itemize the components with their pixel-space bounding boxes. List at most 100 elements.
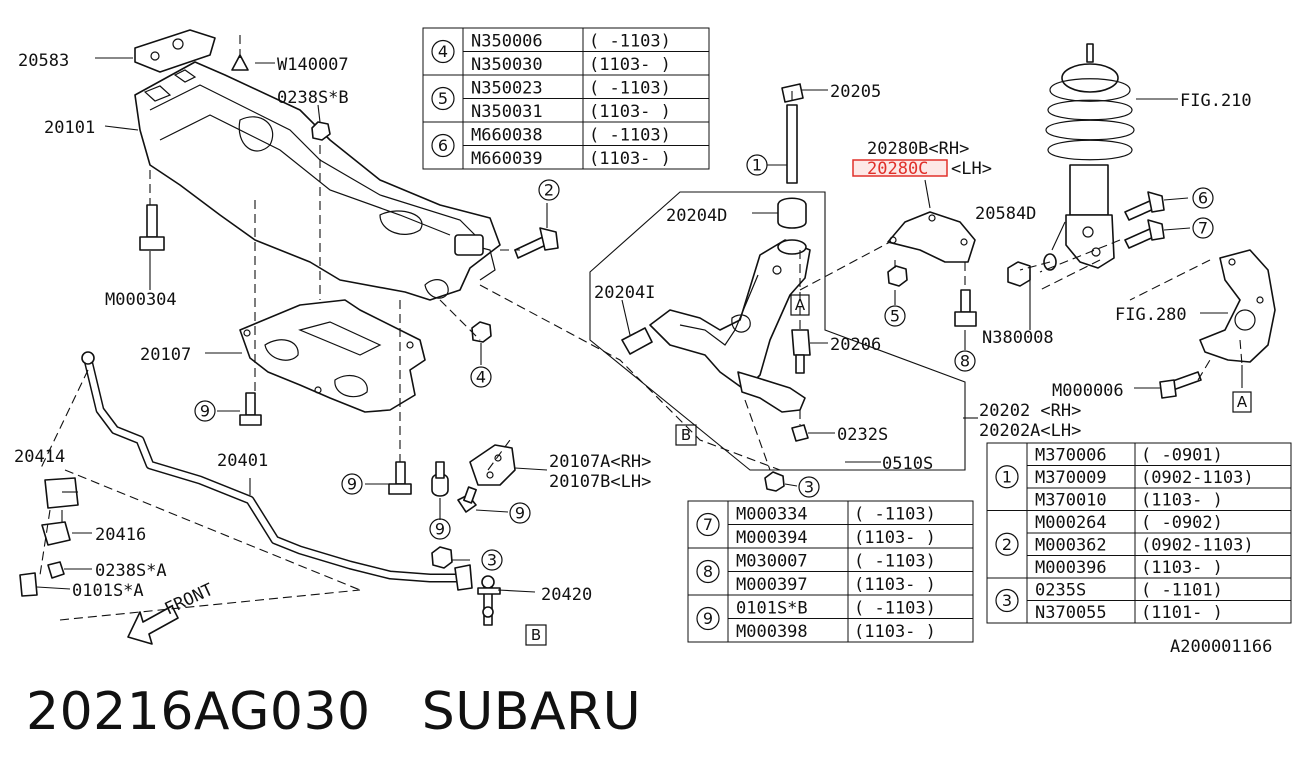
callout-4: 4 [476,368,486,387]
table-date-range: (1103- ) [854,622,936,642]
support-plate-20107 [239,299,426,413]
label-20420: 20420 [541,585,592,605]
strut-assembly [1045,43,1135,269]
bolt-9-center [388,461,412,495]
table-callout-circle [995,532,1019,556]
table-callout-circle [431,39,455,64]
table-part-number: M000396 [1035,558,1107,578]
table-date-range: ( -1103) [854,552,936,572]
callout-9-right: 9 [515,504,525,523]
table-part-number: N350006 [471,32,543,52]
table-callout-circle [995,588,1019,613]
table-date-range: (0902-1103) [1141,468,1254,488]
brand-name: SUBARU [421,682,642,742]
table-part-number: N350023 [471,79,543,99]
callout-2: 2 [544,181,554,200]
bolt-m000304 [139,204,165,251]
label-20206: 20206 [830,335,881,355]
label-front: FRONT [162,580,217,620]
label-0101sa: 0101S*A [72,581,144,601]
nut-3-arm [764,471,785,492]
bolt-0101sa [19,572,38,597]
label-20107: 20107 [140,345,191,365]
table-part-number: N350031 [471,102,543,122]
table-date-range: ( -1103) [589,32,671,52]
table-callout-number: 8 [703,562,713,581]
label-m000304: M000304 [105,290,177,310]
label-20202: 20202 <RH> [979,401,1081,421]
table-date-range: (1103- ) [589,102,671,122]
table-part-number: M030007 [736,552,808,572]
bracket-20583 [134,29,216,73]
table-callout-number: 1 [1002,467,1012,486]
table-callout-circle [431,86,455,111]
table-part-number: M000264 [1035,513,1107,533]
bushing-20414 [44,477,79,509]
assembly-lines [39,35,1243,621]
ref-b-link: B [531,626,541,644]
table-date-range: ( -0901) [1141,446,1223,466]
table-date-range: (1103- ) [854,575,936,595]
table-callout-number: 6 [438,136,448,155]
ref-b-mid: B [681,426,691,444]
table-date-range: ( -1103) [854,505,936,525]
table-part-number: M370009 [1035,468,1107,488]
bolt-2 [514,227,559,259]
table-callout-number: 7 [703,515,713,534]
label-20107a: 20107A<RH> [549,452,651,472]
label-0238sa: 0238S*A [95,561,167,581]
callout-3-arm: 3 [804,478,814,497]
table-part-number: M000362 [1035,536,1107,556]
bracket-20280 [887,211,976,263]
table-date-range: (1101- ) [1141,603,1223,623]
link-20420 [477,575,501,626]
table-part-number: M370006 [1035,446,1107,466]
table-callout-number: 9 [703,609,713,628]
label-fig210: FIG.210 [1180,91,1252,111]
callouts: 1 2 3 3 4 5 6 7 8 9 9 9 9 [194,154,1214,571]
label-20204d: 20204D [666,206,727,226]
table-part-number: M660038 [471,126,543,146]
table-part-number: 0235S [1035,581,1086,601]
table-callout-circle [696,512,720,537]
label-20107b: 20107B<LH> [549,472,651,492]
table-date-range: (0902-1103) [1141,536,1254,556]
callout-1: 1 [752,156,762,175]
callout-9-center: 9 [347,475,357,494]
bushing-20204d [777,197,807,255]
label-20584d: 20584D [975,204,1036,224]
table-part-number: 0101S*B [736,599,808,619]
label-m000006: M000006 [1052,381,1124,401]
table-date-range: (1103- ) [589,149,671,169]
stabilizer-bar [81,351,473,591]
clamp-20416 [41,521,71,546]
nut-4 [471,321,492,343]
table-callout-number: 4 [438,42,448,61]
callout-3-stabilizer: 3 [487,551,497,570]
table-date-range: ( -1103) [854,599,936,619]
table-date-range: (1103- ) [854,528,936,548]
leader-lines [36,57,1243,593]
table-callout-number: 5 [438,89,448,108]
clip-w140007 [231,54,249,71]
reference-boxes: A A B B [525,294,1252,646]
nut-0232s [791,424,809,442]
label-20280b: 20280B<RH> [867,139,969,159]
table-callout-circle [696,559,720,584]
table-part-number: M000398 [736,622,808,642]
table-date-range: (1103- ) [589,55,671,75]
highlight-box [852,159,948,177]
table-date-range: ( -1103) [589,79,671,99]
bracket-20107ab [431,444,516,513]
label-20416: 20416 [95,525,146,545]
bolt-7 [1124,219,1165,249]
label-20414: 20414 [14,447,65,467]
table-part-number: M000394 [736,528,808,548]
drawing-id: A200001166 [1170,637,1272,657]
table-part-number: N370055 [1035,603,1107,623]
label-20583: 20583 [18,51,69,71]
label-fig280: FIG.280 [1115,305,1187,325]
label-20205: 20205 [830,82,881,102]
label-0232s: 0232S [837,425,888,445]
